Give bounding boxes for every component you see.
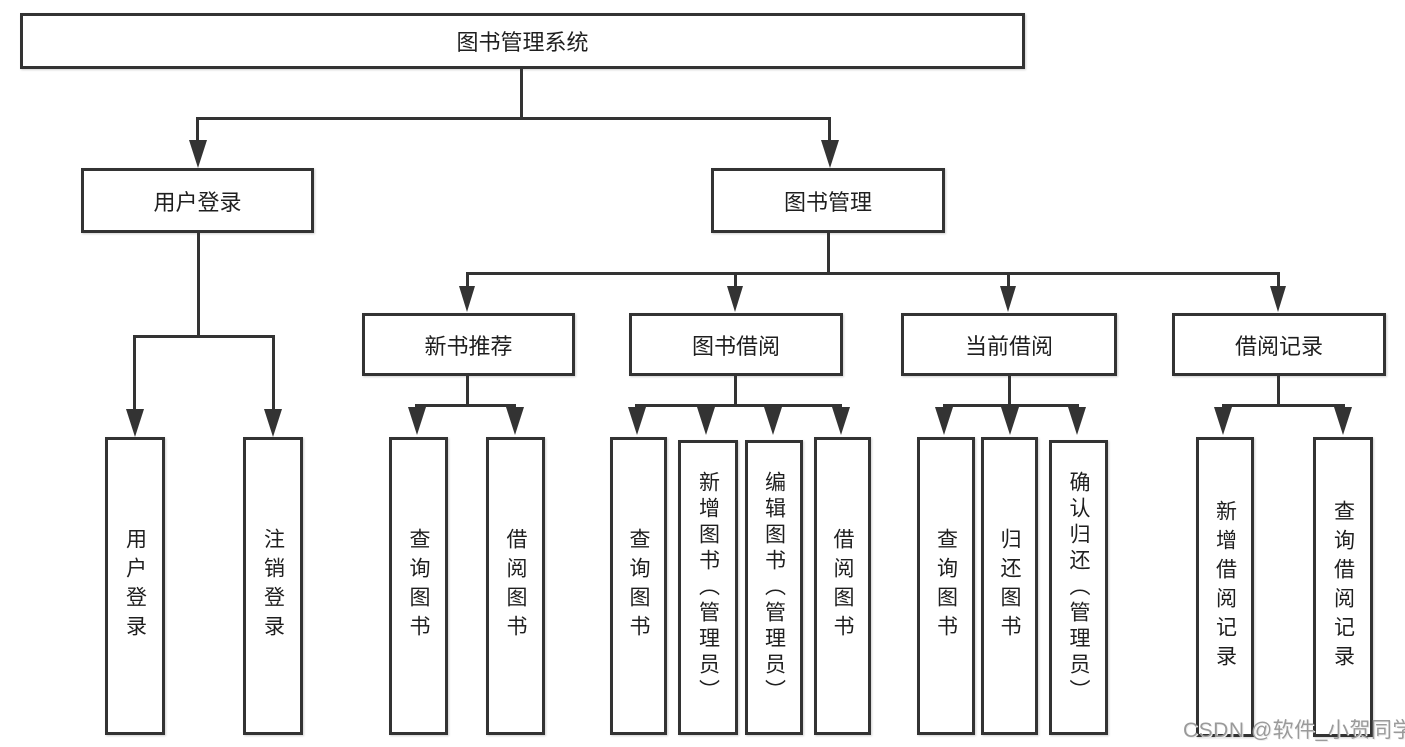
leaf-cb-return-books: 归还图书 xyxy=(981,437,1038,735)
connector-userlogin-drop-left xyxy=(133,335,136,411)
arrow-to-bb-query xyxy=(628,407,646,435)
leaf-bb-borrow-books-label: 借阅图书 xyxy=(831,528,854,644)
connector-bookborrow-branch xyxy=(635,404,842,407)
arrow-to-book-management xyxy=(821,140,839,168)
leaf-bb-add-books-admin: 新增图书（管理员） xyxy=(678,440,738,735)
arrow-to-bb-edit xyxy=(764,407,782,435)
arrow-to-cb-return xyxy=(1001,407,1019,435)
connector-bookmgmt-drop-1 xyxy=(466,272,469,288)
leaf-bb-query-books-label: 查询图书 xyxy=(627,528,650,644)
connector-userlogin-drop-right xyxy=(272,335,275,411)
leaf-logout: 注销登录 xyxy=(243,437,303,735)
connector-bookmgmt-drop-2 xyxy=(734,272,737,288)
leaf-bb-add-books-admin-label: 新增图书（管理员） xyxy=(696,470,720,705)
node-library-system-label: 图书管理系统 xyxy=(456,30,589,55)
leaf-cb-confirm-return-admin: 确认归还（管理员） xyxy=(1049,440,1108,735)
arrow-to-cb-confirm xyxy=(1068,407,1086,435)
leaf-bb-borrow-books: 借阅图书 xyxy=(814,437,871,735)
arrow-to-leaf-user-login xyxy=(126,409,144,437)
leaf-cb-return-books-label: 归还图书 xyxy=(998,528,1021,644)
connector-currentborrow-stem xyxy=(1008,376,1011,406)
arrow-to-borrowing-records xyxy=(1270,286,1286,312)
arrow-to-nb-borrow xyxy=(506,407,524,435)
leaf-logout-label: 注销登录 xyxy=(261,528,285,644)
node-book-borrowing: 图书借阅 xyxy=(629,313,843,376)
connector-userlogin-stem xyxy=(197,233,200,336)
leaf-cb-query-books: 查询图书 xyxy=(917,437,975,735)
leaf-nb-query-books-label: 查询图书 xyxy=(407,528,430,644)
connector-root-drop-right xyxy=(828,117,831,145)
connector-root-drop-left xyxy=(196,117,199,145)
leaf-nb-borrow-books-label: 借阅图书 xyxy=(504,528,527,644)
connector-newbooks-branch xyxy=(415,404,516,407)
node-user-login: 用户登录 xyxy=(81,168,314,233)
leaf-nb-query-books: 查询图书 xyxy=(389,437,448,735)
connector-newbooks-stem xyxy=(466,376,469,406)
leaf-user-login: 用户登录 xyxy=(105,437,165,735)
arrow-to-new-book-recommend xyxy=(459,286,475,312)
leaf-cb-query-books-label: 查询图书 xyxy=(934,528,958,644)
node-new-book-recommend: 新书推荐 xyxy=(362,313,575,376)
node-current-borrowing: 当前借阅 xyxy=(901,313,1117,376)
connector-records-branch xyxy=(1222,404,1345,407)
arrow-to-bb-borrow xyxy=(832,407,850,435)
leaf-cb-confirm-return-admin-label: 确认归还（管理员） xyxy=(1067,470,1090,705)
node-borrowing-records-label: 借阅记录 xyxy=(1234,333,1323,359)
connector-bookmgmt-branch xyxy=(466,272,1280,275)
node-current-borrowing-label: 当前借阅 xyxy=(964,333,1053,359)
arrow-to-book-borrowing xyxy=(727,286,743,312)
node-new-book-recommend-label: 新书推荐 xyxy=(424,333,513,359)
node-user-login-label: 用户登录 xyxy=(153,189,242,215)
arrow-to-br-query xyxy=(1334,407,1352,435)
leaf-user-login-label: 用户登录 xyxy=(123,528,147,644)
leaf-nb-borrow-books: 借阅图书 xyxy=(486,437,545,735)
node-book-management-label: 图书管理 xyxy=(783,189,872,215)
node-borrowing-records: 借阅记录 xyxy=(1172,313,1386,376)
leaf-bb-edit-books-admin: 编辑图书（管理员） xyxy=(745,440,803,735)
arrow-to-bb-add xyxy=(697,407,715,435)
node-library-system: 图书管理系统 xyxy=(20,13,1025,69)
connector-root-branch xyxy=(196,117,831,120)
leaf-br-add-record: 新增借阅记录 xyxy=(1196,437,1254,737)
leaf-bb-edit-books-admin-label: 编辑图书（管理员） xyxy=(762,470,786,705)
connector-bookborrow-stem xyxy=(734,376,737,406)
connector-bookmgmt-drop-3 xyxy=(1007,272,1010,288)
leaf-br-query-record: 查询借阅记录 xyxy=(1313,437,1373,737)
arrow-to-cb-query xyxy=(935,407,953,435)
connector-records-stem xyxy=(1277,376,1280,406)
arrow-to-current-borrowing xyxy=(1000,286,1016,312)
arrow-to-br-add xyxy=(1214,407,1232,435)
connector-userlogin-branch xyxy=(133,335,275,338)
arrow-to-leaf-logout xyxy=(264,409,282,437)
leaf-br-query-record-label: 查询借阅记录 xyxy=(1331,500,1355,674)
csdn-watermark: CSDN @软件_小贺同学 xyxy=(1183,719,1405,742)
connector-bookmgmt-drop-4 xyxy=(1277,272,1280,288)
connector-root-stem xyxy=(520,68,523,118)
arrow-to-nb-query xyxy=(408,407,426,435)
connector-currentborrow-branch xyxy=(943,404,1079,407)
node-book-management: 图书管理 xyxy=(711,168,945,233)
leaf-bb-query-books: 查询图书 xyxy=(610,437,667,735)
connector-bookmgmt-stem xyxy=(827,233,830,274)
node-book-borrowing-label: 图书借阅 xyxy=(691,333,780,359)
arrow-to-user-login xyxy=(189,140,207,168)
leaf-br-add-record-label: 新增借阅记录 xyxy=(1213,500,1237,674)
